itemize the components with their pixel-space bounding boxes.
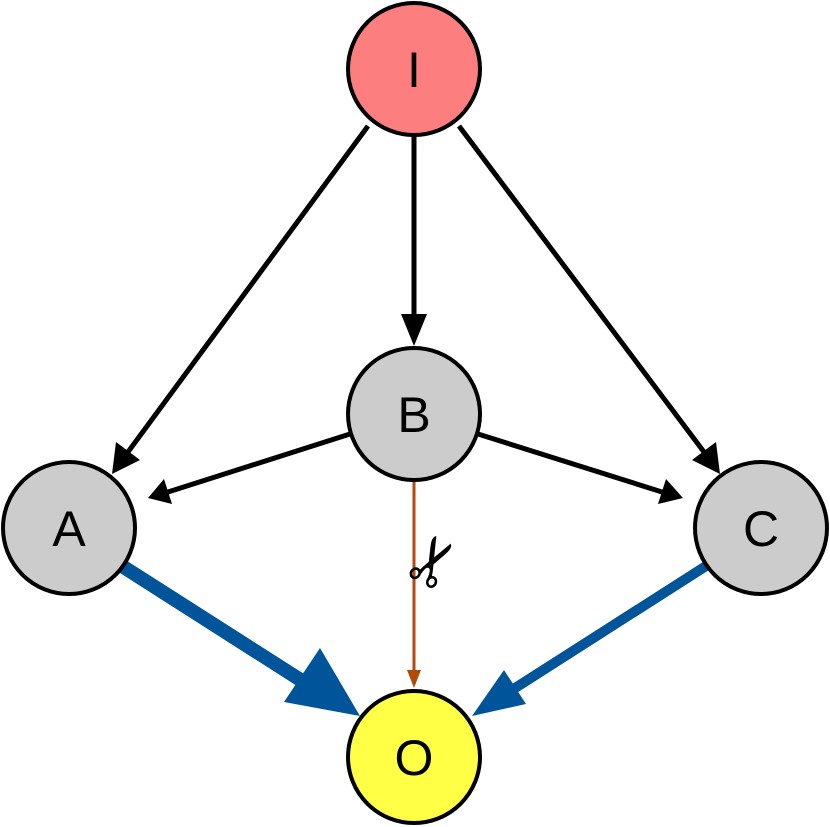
edge-c-to-o [472,561,711,716]
node-c-label: C [743,501,779,557]
edge-b-to-c [477,431,683,504]
node-c-circle [693,460,829,596]
node-o: O [346,689,482,825]
edge-b-to-a [148,431,351,504]
node-i-circle [346,1,482,137]
node-b-label: B [397,387,430,443]
node-b: B [346,346,482,482]
edge-i-to-c [457,124,720,474]
node-a-label: A [52,501,86,557]
edge-i-to-a [112,124,371,474]
scissors-icon: ✂ [387,519,481,604]
edge-b-to-o-cut [407,480,421,688]
node-o-circle [346,689,482,825]
node-a: A [1,460,137,596]
edge-a-to-o [115,559,360,716]
node-o-label: O [395,730,434,786]
edges [112,124,720,716]
node-b-circle [346,346,482,482]
edge-i-to-b [401,136,427,346]
node-i: I [346,1,482,137]
node-a-circle [1,460,137,596]
node-c: C [693,460,829,596]
node-i-label: I [407,42,421,98]
